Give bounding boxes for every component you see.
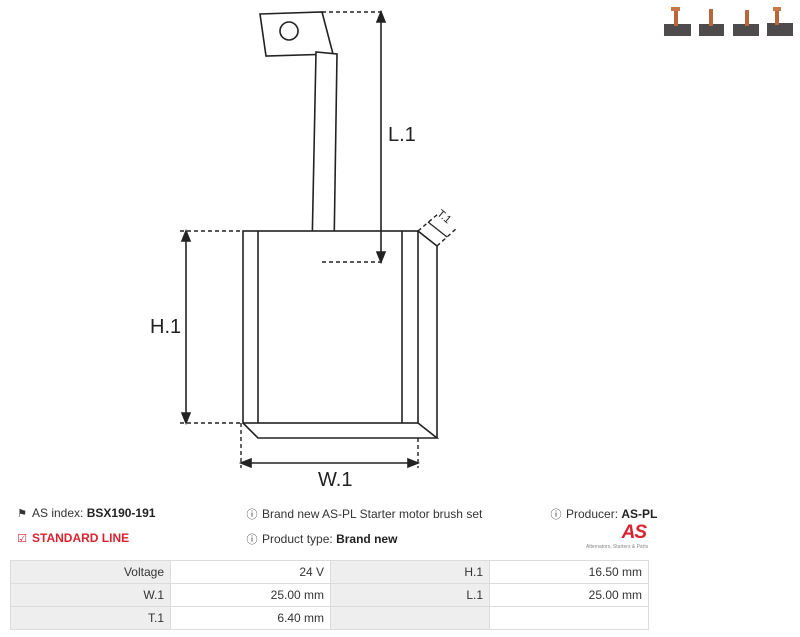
spec-key: T.1 xyxy=(10,606,171,630)
spec-key: W.1 xyxy=(10,583,171,607)
as-pl-logo: AS Alternators, Starters & Parts xyxy=(584,522,650,552)
tag-icon: ⚑ xyxy=(17,508,27,520)
description-row: ⓘ Brand new AS-PL Starter motor brush set xyxy=(246,506,483,522)
spec-value xyxy=(489,606,649,630)
wire xyxy=(311,51,338,260)
product-type-label: Product type: xyxy=(262,532,333,546)
logo-tagline: Alternators, Starters & Parts xyxy=(586,544,649,550)
standard-line-text: STANDARD LINE xyxy=(32,531,130,545)
label-h1: H.1 xyxy=(150,316,181,338)
producer-row: ⓘ Producer: AS-PL xyxy=(550,506,658,522)
brush-bottom-face xyxy=(242,422,440,439)
brush-body xyxy=(242,230,419,424)
as-index-row: ⚑ AS index: BSX190-191 xyxy=(16,506,155,520)
label-l1: L.1 xyxy=(388,124,416,146)
producer-label: Producer: xyxy=(566,507,619,521)
spec-value: 25.00 mm xyxy=(489,583,649,607)
spec-value: 24 V xyxy=(170,560,331,584)
table-row: W.1 25.00 mm L.1 25.00 mm xyxy=(10,583,649,607)
technical-drawing: L.1 H.1 W.1 T.1 xyxy=(150,9,458,491)
label-w1: W.1 xyxy=(318,469,352,491)
table-row: T.1 6.40 mm xyxy=(10,606,649,630)
info-icon: ⓘ xyxy=(246,509,258,521)
label-t1: T.1 xyxy=(434,208,453,227)
spec-key xyxy=(330,606,490,630)
checkbox-icon: ☑ xyxy=(17,533,27,545)
product-thumbnails[interactable] xyxy=(662,4,796,40)
spec-value: 16.50 mm xyxy=(489,560,649,584)
thumbnail-1[interactable] xyxy=(664,7,691,36)
logo-mark: AS xyxy=(621,522,647,543)
as-index-value: BSX190-191 xyxy=(86,506,156,520)
terminal-hole xyxy=(279,21,299,41)
spec-value: 6.40 mm xyxy=(170,606,331,630)
spec-key: L.1 xyxy=(330,583,490,607)
product-type-row: ⓘ Product type: Brand new xyxy=(246,531,398,547)
as-index-label: AS index: xyxy=(32,506,84,520)
spec-key: Voltage xyxy=(10,560,171,584)
t1-dimension-line xyxy=(427,221,448,238)
spec-key: H.1 xyxy=(330,560,490,584)
standard-line-badge: ☑ STANDARD LINE xyxy=(16,531,129,545)
table-row: Voltage 24 V H.1 16.50 mm xyxy=(10,560,649,584)
info-icon: ⓘ xyxy=(550,509,562,521)
description-text: Brand new AS-PL Starter motor brush set xyxy=(262,507,483,521)
thumbnail-2[interactable] xyxy=(699,9,724,36)
product-type-value: Brand new xyxy=(336,532,398,546)
thumbnail-3[interactable] xyxy=(733,10,759,36)
specs-table: Voltage 24 V H.1 16.50 mm W.1 25.00 mm L… xyxy=(10,560,649,630)
spec-value: 25.00 mm xyxy=(170,583,331,607)
info-icon: ⓘ xyxy=(246,534,258,546)
brush-right-face xyxy=(417,230,438,438)
producer-value: AS-PL xyxy=(621,507,658,521)
thumbnail-4[interactable] xyxy=(767,7,793,36)
